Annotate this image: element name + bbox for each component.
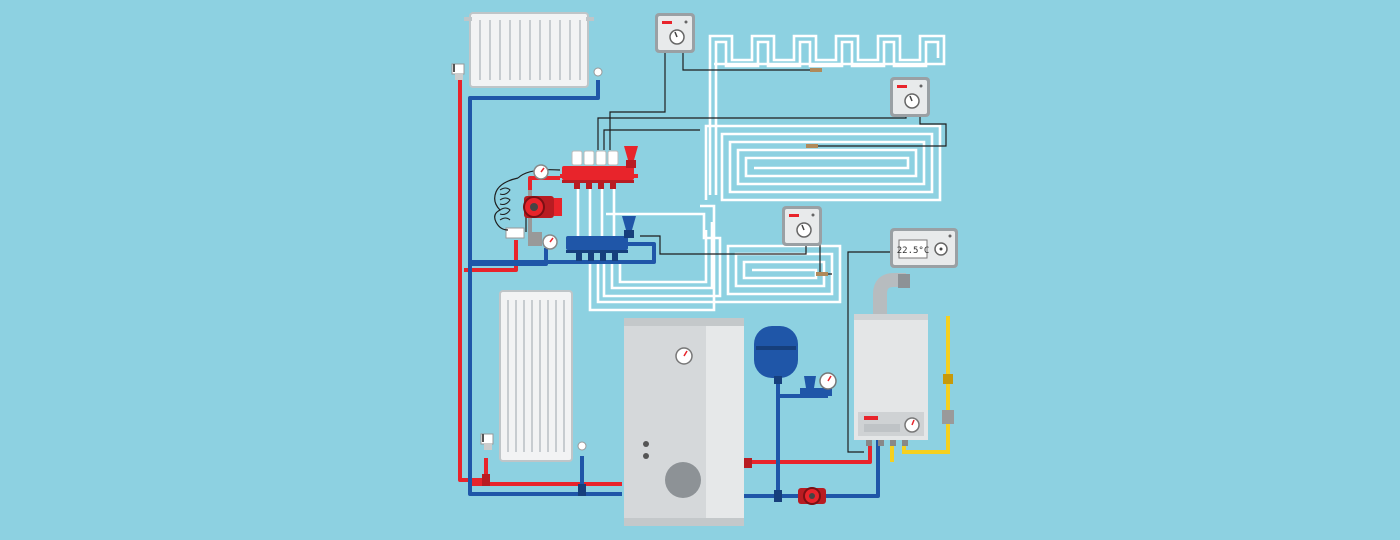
boiler-pump (798, 487, 826, 505)
air-separator-icon (624, 146, 638, 160)
gas-valve (943, 374, 953, 384)
thermostatic-valve-icon (480, 433, 494, 450)
room-thermostat-1 (655, 13, 695, 53)
control-wires (517, 48, 947, 453)
flue-pipe (873, 273, 906, 316)
safety-valve-icon (804, 376, 816, 388)
floor-loop-lower-2 (602, 212, 722, 298)
air-vent-icon (577, 441, 587, 451)
underfloor-loops (576, 34, 946, 312)
gas-cock (942, 410, 954, 424)
digital-thermostat: 22.5°C (890, 228, 958, 268)
floor-loop-lower-3 (588, 204, 716, 312)
gas-boiler (854, 273, 928, 446)
radiator-bottom (480, 290, 587, 496)
floor-sensors (806, 68, 828, 276)
radiator-top (451, 12, 603, 88)
storage-tank (624, 318, 744, 526)
mixing-valve-icon (505, 227, 542, 246)
air-vent-icon (593, 67, 603, 77)
pressure-gauge-icon (542, 234, 558, 250)
manifold-floor-connectors (576, 185, 616, 236)
thermostat-display (898, 239, 928, 259)
floor-loop-top-inner (714, 40, 940, 195)
room-thermostat-3 (782, 206, 822, 246)
room-thermostat-2 (890, 77, 930, 117)
boiler-gauge-icon (904, 417, 920, 433)
manifold-pump (523, 196, 562, 218)
thermostatic-valve-icon (451, 63, 465, 80)
tank-hatch (665, 462, 701, 498)
air-vent-blue-icon (622, 216, 636, 230)
underfloor-manifold (494, 146, 638, 261)
pressure-gauge-icon (533, 164, 549, 180)
floor-loop-middle (704, 124, 942, 202)
safety-group (800, 372, 837, 396)
floor-loop-top (708, 34, 946, 195)
expansion-vessel (754, 326, 798, 384)
tank-thermometer-icon (675, 347, 693, 365)
thermostat-display-value: 22.5°C (897, 246, 930, 256)
